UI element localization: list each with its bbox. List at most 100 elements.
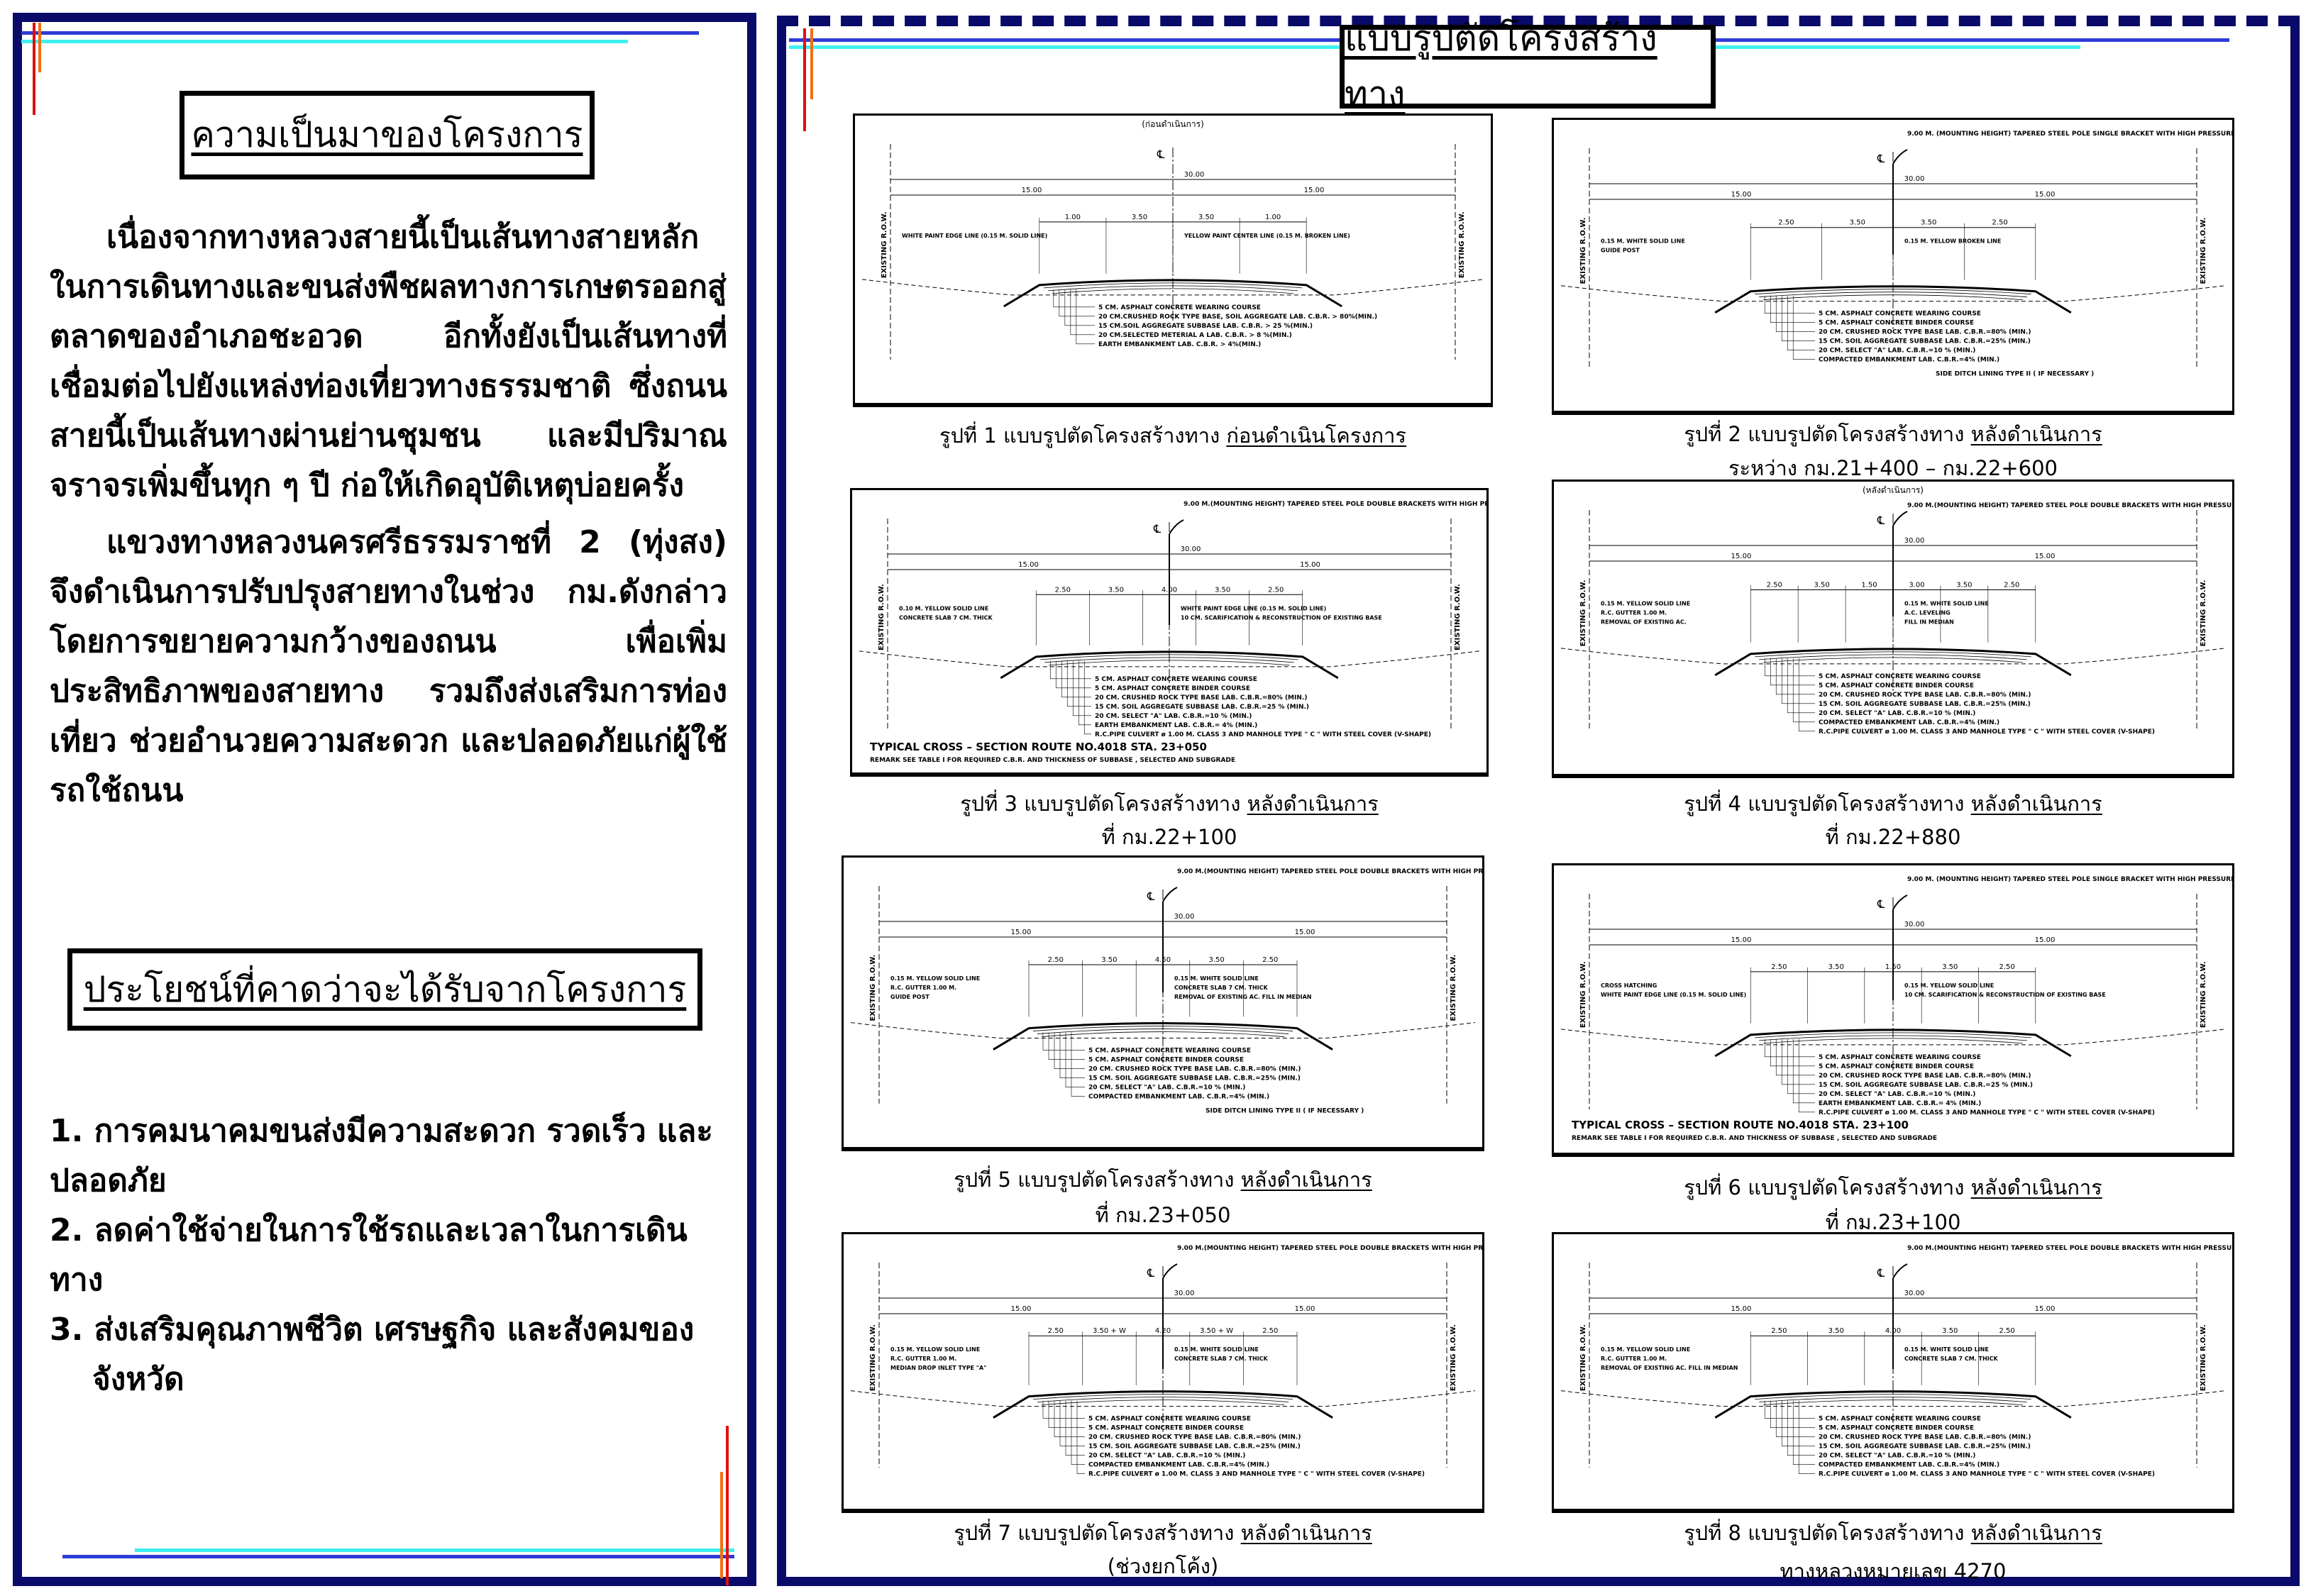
- dimension-lane: 2.50: [1771, 1327, 1787, 1335]
- marking-note: REMOVAL OF EXISTING AC. FILL IN MEDIAN: [1601, 1365, 1738, 1371]
- cross-section-drawing-8: 9.00 M.(MOUNTING HEIGHT) TAPERED STEEL P…: [1552, 1232, 2234, 1513]
- drawing-footer-note: SIDE DITCH LINING TYPE II ( IF NECESSARY…: [1936, 371, 2094, 378]
- layer-note: 5 CM. ASPHALT CONCRETE BINDER COURSE: [1819, 1425, 1974, 1432]
- dimension-lane: 3.50: [1132, 214, 1147, 221]
- layer-leader-line: [1764, 295, 1815, 314]
- row-label: EXISTING R.O.W.: [2200, 218, 2207, 284]
- benefit-item: 1. การคมนาคมขนส่งมีความสะดวก รวดเร็ว และ…: [50, 1113, 713, 1199]
- dimension-half: 15.00: [1731, 936, 1752, 944]
- layer-leader-line: [1798, 658, 1815, 732]
- dimension-half: 15.00: [1295, 1305, 1315, 1313]
- dimension-lane: 1.00: [1065, 214, 1081, 221]
- dimension-half: 15.00: [1731, 1305, 1752, 1313]
- layer-note: 5 CM. ASPHALT CONCRETE WEARING COURSE: [1088, 1048, 1251, 1055]
- caption-status: หลังดำเนินการ: [1240, 1521, 1372, 1545]
- marking-note: REMOVAL OF EXISTING AC.: [1601, 619, 1687, 625]
- dimension-lane: 2.50: [1771, 963, 1787, 971]
- layer-leader-line: [1053, 289, 1095, 308]
- layer-note: 20 CM. SELECT "A" LAB. C.B.R.=10 % (MIN.…: [1819, 348, 1975, 355]
- layer-leader-line: [1070, 289, 1095, 336]
- dimension-total: 30.00: [1904, 537, 1925, 545]
- pavement-layer: [1049, 660, 1290, 666]
- layer-leader-line: [1076, 289, 1095, 345]
- cross-section-drawing-5: 9.00 M.(MOUNTING HEIGHT) TAPERED STEEL P…: [842, 855, 1484, 1151]
- pavement-layer: [1755, 1394, 2031, 1400]
- layer-note: 20 CM. CRUSHED ROCK TYPE BASE LAB. C.B.R…: [1819, 692, 2031, 699]
- centerline-symbol: ℄: [1157, 148, 1165, 161]
- caption-status: หลังดำเนินการ: [1970, 792, 2102, 816]
- accent-line-red: [33, 23, 35, 115]
- layer-leader-line: [1792, 1038, 1815, 1104]
- layer-note: 20 CM. SELECT "A" LAB. C.B.R.=10 % (MIN.…: [1819, 710, 1975, 717]
- row-label: EXISTING R.O.W.: [1579, 961, 1587, 1028]
- accent-line-cyan: [21, 40, 628, 43]
- dimension-lane: 2.50: [1767, 581, 1782, 589]
- pavement-layer: [1759, 654, 2027, 660]
- marking-note: CROSS HATCHING: [1601, 982, 1657, 989]
- marking-note: 0.15 M. WHITE SOLID LINE: [1601, 238, 1685, 245]
- dimension-lane: 2.50: [1048, 956, 1064, 964]
- layer-note: 5 CM. ASPHALT CONCRETE BINDER COURSE: [1088, 1057, 1244, 1064]
- pavement-layer: [1040, 654, 1298, 660]
- figure-caption-location: ระหว่าง กม.21+400 – กม.22+600: [1728, 456, 2058, 480]
- layer-note: 5 CM. ASPHALT CONCRETE WEARING COURSE: [1819, 1416, 1981, 1423]
- benefits-text: 1. การคมนาคมขนส่งมีความสะดวก รวดเร็ว และ…: [50, 1107, 727, 1404]
- pavement-layer: [1043, 282, 1303, 289]
- pavement-layer: [1763, 1400, 2023, 1405]
- background-paragraph-1: เนื่องจากทางหลวงสายนี้เป็นเส้นทางสายหลัก…: [50, 219, 727, 504]
- figure-caption-location: ที่ กม.23+100: [1825, 1210, 1961, 1234]
- pavement-surface: [993, 1022, 1333, 1051]
- dimension-half: 15.00: [1731, 191, 1752, 199]
- layer-leader-line: [1048, 1400, 1085, 1428]
- pavement-layer: [1037, 1397, 1289, 1402]
- layer-leader-line: [1071, 1032, 1085, 1097]
- accent-line-blue: [62, 1555, 734, 1558]
- layer-note: COMPACTED EMBANKMENT LAB. C.B.R.=4% (MIN…: [1088, 1094, 1269, 1101]
- marking-note: WHITE PAINT EDGE LINE (0.15 M. SOLID LIN…: [902, 233, 1047, 239]
- layer-leader-line: [1065, 1032, 1085, 1087]
- cross-section-drawing-2: 9.00 M. (MOUNTING HEIGHT) TAPERED STEEL …: [1552, 118, 2234, 415]
- accent-line-orange: [720, 1472, 723, 1578]
- cross-section-title: แบบรูปตัดโครงสร้างทาง: [1345, 18, 1657, 115]
- layer-leader-line: [1792, 1400, 1815, 1465]
- layer-leader-line: [1049, 660, 1091, 680]
- layer-note: COMPACTED EMBANKMENT LAB. C.B.R.=4% (MIN…: [1819, 1462, 1999, 1469]
- dimension-half: 15.00: [1304, 187, 1325, 194]
- pavement-layer: [1047, 285, 1298, 292]
- layer-note: 20 CM.CRUSHED ROCK TYPE BASE, SOIL AGGRE…: [1098, 314, 1377, 321]
- figure-caption-location: ที่ กม.22+880: [1825, 825, 1961, 849]
- pavement-layer: [1759, 1397, 2027, 1402]
- dimension-total: 30.00: [1174, 1290, 1195, 1297]
- existing-ground-line: [850, 1390, 1476, 1407]
- accent-line-red: [803, 28, 806, 131]
- dimension-lane: 3.50: [1921, 219, 1936, 227]
- drawing-footer-note: TYPICAL CROSS – SECTION ROUTE NO.4018 ST…: [1572, 1119, 1909, 1131]
- background-text: เนื่องจากทางหลวงสายนี้เป็นเส้นทางสายหลัก…: [50, 213, 727, 823]
- dimension-lane: 4.20: [1155, 1327, 1171, 1335]
- layer-leader-line: [1764, 658, 1815, 677]
- pavement-surface: [1714, 1390, 2072, 1419]
- layer-leader-line: [1775, 658, 1815, 695]
- layer-note: EARTH EMBANKMENT LAB. C.B.R.= 4% (MIN.): [1819, 1100, 1981, 1107]
- layer-note: 5 CM. ASPHALT CONCRETE BINDER COURSE: [1095, 685, 1250, 692]
- lamp-pole-icon: [1892, 1263, 1908, 1369]
- layer-leader-line: [1787, 295, 1815, 350]
- dimension-lane: 2.50: [1992, 219, 2007, 227]
- caption-status: ก่อนดำเนินโครงการ: [1226, 423, 1406, 448]
- pavement-layer: [1763, 657, 2023, 663]
- figure-caption: รูปที่ 1 แบบรูปตัดโครงสร้างทาง ก่อนดำเนิ…: [853, 419, 1493, 452]
- dimension-lane: 3.50: [1208, 956, 1224, 964]
- accent-line-cyan: [135, 1548, 734, 1552]
- cross-section-drawing-3: 9.00 M.(MOUNTING HEIGHT) TAPERED STEEL P…: [850, 488, 1489, 777]
- drawing-svg: 9.00 M.(MOUNTING HEIGHT) TAPERED STEEL P…: [850, 1245, 1482, 1478]
- pavement-layer: [1052, 288, 1294, 294]
- benefits-title-box: ประโยชน์ที่คาดว่าจะได้รับจากโครงการ: [67, 948, 702, 1031]
- dimension-lane: 3.50: [1101, 956, 1117, 964]
- marking-note: WHITE PAINT EDGE LINE (0.15 M. SOLID LIN…: [1181, 605, 1326, 611]
- layer-note: 20 CM. CRUSHED ROCK TYPE BASE LAB. C.B.R…: [1088, 1434, 1301, 1441]
- dimension-lane: 2.50: [1999, 1327, 2014, 1335]
- dimension-lane: 3.50: [1942, 1327, 1958, 1335]
- dimension-lane: 3.50: [1198, 214, 1214, 221]
- figure-caption: รูปที่ 8 แบบรูปตัดโครงสร้างทาง หลังดำเนิ…: [1552, 1517, 2234, 1549]
- layer-note: 5 CM. ASPHALT CONCRETE WEARING COURSE: [1819, 311, 1981, 318]
